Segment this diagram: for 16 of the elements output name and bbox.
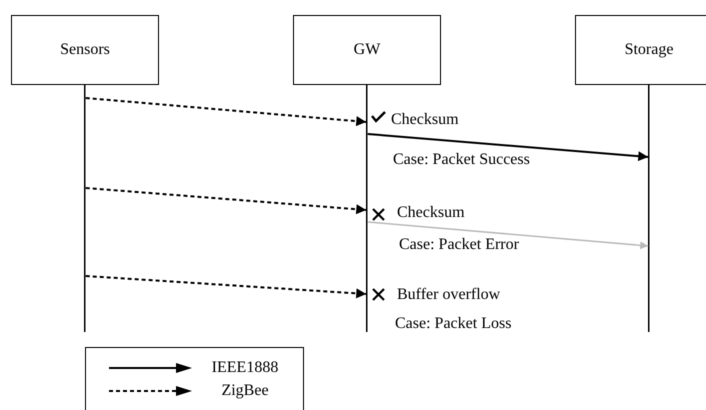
legend-text: ZigBee	[220, 382, 270, 400]
check-note: Checksum	[397, 204, 465, 222]
case-label: Case: Packet Success	[393, 151, 530, 169]
participant-name: Sensors	[60, 41, 110, 59]
legend-text: IEEE1888	[210, 359, 280, 377]
message-arrow	[86, 187, 366, 214]
participant-name: GW	[354, 41, 380, 59]
check-note: Checksum	[391, 111, 459, 129]
case-label: Case: Packet Loss	[395, 315, 512, 333]
participant-name: Storage	[624, 41, 674, 59]
case-label: Case: Packet Error	[399, 236, 519, 254]
message-arrow	[368, 133, 648, 162]
message-arrow	[86, 275, 366, 298]
message-arrow	[368, 221, 648, 250]
message-arrow	[86, 97, 366, 126]
check-note: Buffer overflow	[397, 286, 500, 304]
